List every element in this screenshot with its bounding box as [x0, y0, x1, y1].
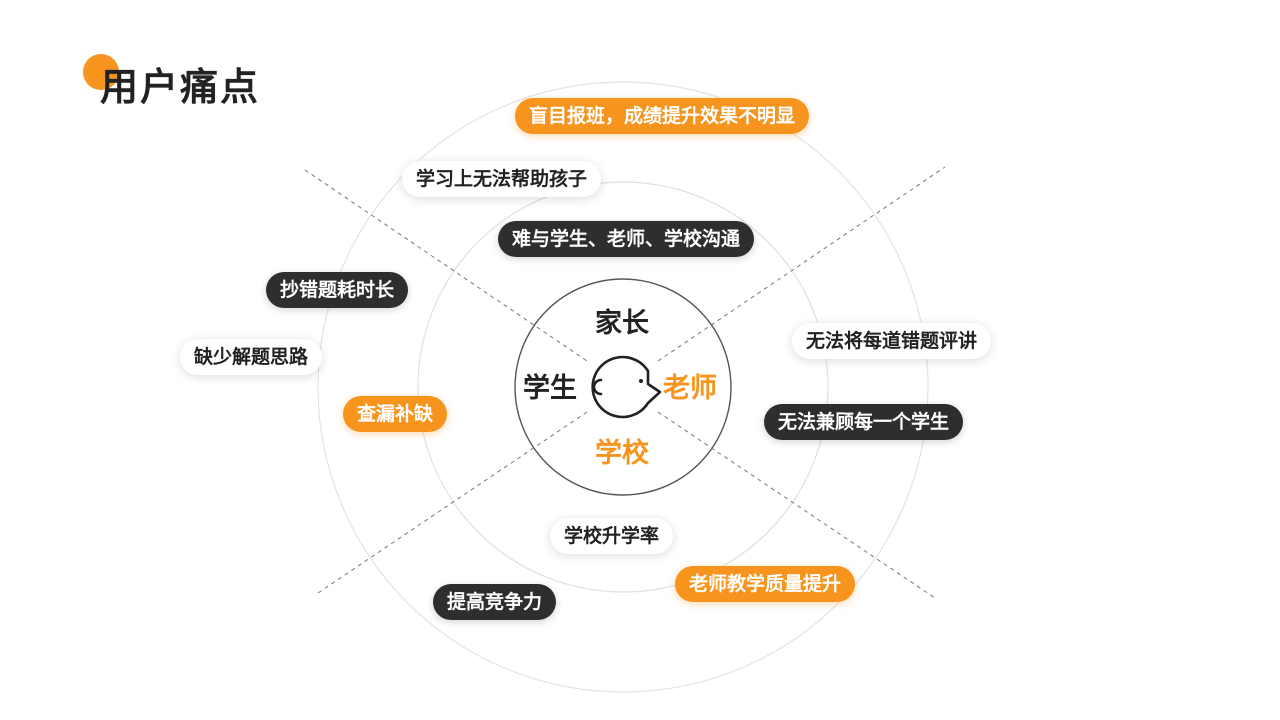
pain-point-pill: 抄错题耗时长	[266, 272, 409, 308]
page-title: 用户痛点	[100, 65, 261, 109]
center-label-teacher: 老师	[663, 373, 717, 404]
inner-ring	[514, 278, 732, 496]
middle-ring	[417, 181, 829, 593]
pain-point-pill: 老师教学质量提升	[675, 566, 856, 602]
divider-line-top-left	[304, 169, 588, 362]
pain-point-pill: 无法兼顾每一个学生	[764, 404, 964, 440]
pain-point-pill: 无法将每道错题评讲	[792, 323, 992, 359]
pain-point-pill: 难与学生、老师、学校沟通	[498, 221, 755, 257]
outer-ring	[317, 81, 929, 693]
pain-point-pill: 缺少解题思路	[180, 339, 323, 375]
center-label-student: 学生	[523, 373, 577, 404]
face-profile-icon	[591, 355, 662, 419]
pain-point-pill: 查漏补缺	[343, 396, 448, 432]
pain-point-pill: 学习上无法帮助孩子	[402, 161, 602, 197]
divider-line-bottom-left	[314, 411, 588, 596]
pain-point-pill: 提高竞争力	[433, 584, 557, 620]
center-label-parent: 家长	[595, 308, 649, 339]
pain-point-pill: 学校升学率	[550, 518, 674, 554]
divider-line-top-right	[657, 166, 946, 362]
center-label-school: 学校	[595, 438, 649, 469]
pain-point-pill: 盲目报班，成绩提升效果不明显	[515, 98, 810, 134]
title-accent-dot	[83, 54, 119, 90]
